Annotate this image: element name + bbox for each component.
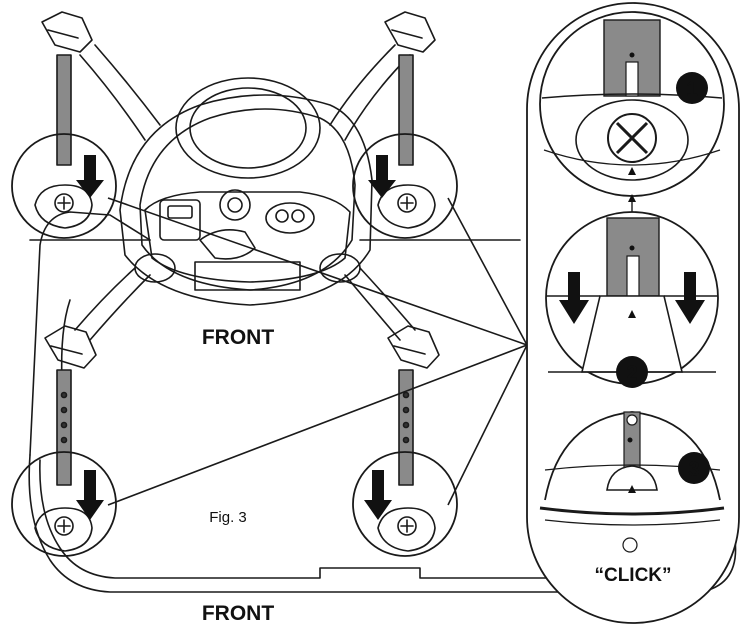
- figure-caption: Fig. 3: [209, 509, 247, 526]
- step-number-badge: 3: [678, 452, 710, 484]
- highlight-circles: [11, 133, 458, 557]
- detail-panel: 1 2: [526, 2, 740, 624]
- post-bottom-right: [377, 325, 440, 552]
- up-arrow-icon: [628, 194, 636, 202]
- leader-lines: [107, 197, 528, 506]
- seat-ring: [119, 77, 373, 306]
- step-3-number: 3: [688, 458, 700, 481]
- front-label-bottom: FRONT: [202, 602, 274, 625]
- down-arrow-icon: [675, 272, 705, 324]
- step-2-detail: 2: [545, 211, 719, 388]
- post-bottom-left: [34, 325, 97, 552]
- down-arrow-icon: [76, 155, 104, 198]
- step-number-badge: 1: [676, 72, 708, 104]
- down-arrow-icon: [364, 470, 392, 520]
- step-3-detail: 3: [539, 411, 725, 553]
- click-label: “CLICK”: [594, 565, 671, 586]
- struts: [29, 44, 521, 341]
- down-arrow-icon: [368, 155, 396, 198]
- down-arrow-icon: [76, 470, 104, 520]
- step-1-number: 1: [686, 78, 698, 101]
- highlight-circle-top-right: [352, 133, 458, 239]
- post-top-left: [34, 11, 93, 229]
- post-top-right: [377, 11, 436, 229]
- step-2-number: 2: [626, 362, 638, 385]
- down-arrows: [76, 155, 396, 520]
- step-number-badge: 2: [616, 356, 648, 388]
- highlight-circle-bottom-left: [11, 451, 117, 557]
- front-label-mid: FRONT: [202, 326, 274, 349]
- step-1-detail: 1: [539, 11, 725, 197]
- highlight-circle-top-left: [11, 133, 117, 239]
- down-arrow-icon: [559, 272, 589, 324]
- highlight-circle-bottom-right: [352, 451, 458, 557]
